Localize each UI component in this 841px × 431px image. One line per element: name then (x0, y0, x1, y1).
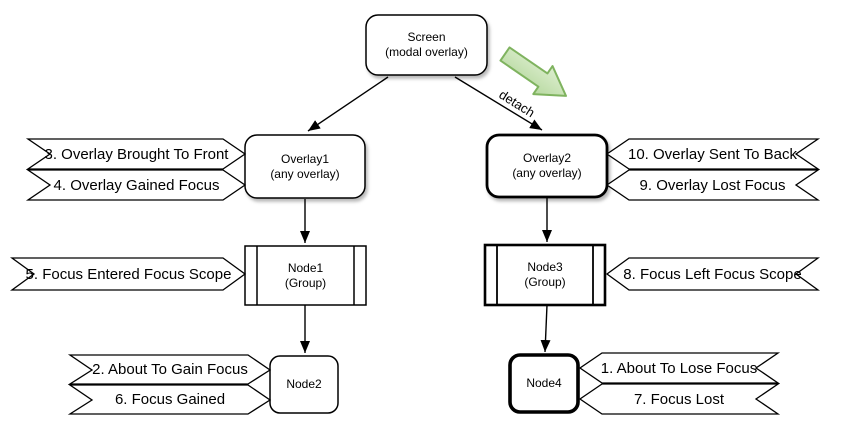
node2-shape (269, 355, 339, 414)
edge-node3-to-node4 (540, 304, 551, 353)
banner-overlay-brought-to-front (25, 138, 247, 170)
banner-overlay-lost-focus (605, 169, 821, 201)
banner-overlay-gained-focus (25, 169, 247, 201)
banner-overlay-sent-to-back (605, 138, 821, 170)
overlay1-node-shape (244, 134, 366, 199)
banner-focus-lost (578, 383, 781, 415)
node4-shape (508, 353, 580, 414)
banner-focus-entered-focus-scope (10, 257, 247, 291)
edge-screen-to-overlay1 (307, 76, 389, 132)
node1-group-shape (244, 245, 367, 306)
overlay2-node-shape (485, 133, 609, 199)
banner-about-to-lose-focus (578, 352, 781, 384)
screen-node-shape (365, 14, 488, 76)
banner-about-to-gain-focus (67, 354, 272, 385)
node3-group-shape (483, 243, 607, 307)
detach-arrow-icon (499, 46, 567, 97)
edge-screen-to-overlay2 (454, 76, 543, 131)
banner-focus-gained (67, 384, 272, 415)
banner-focus-left-focus-scope (605, 257, 820, 291)
